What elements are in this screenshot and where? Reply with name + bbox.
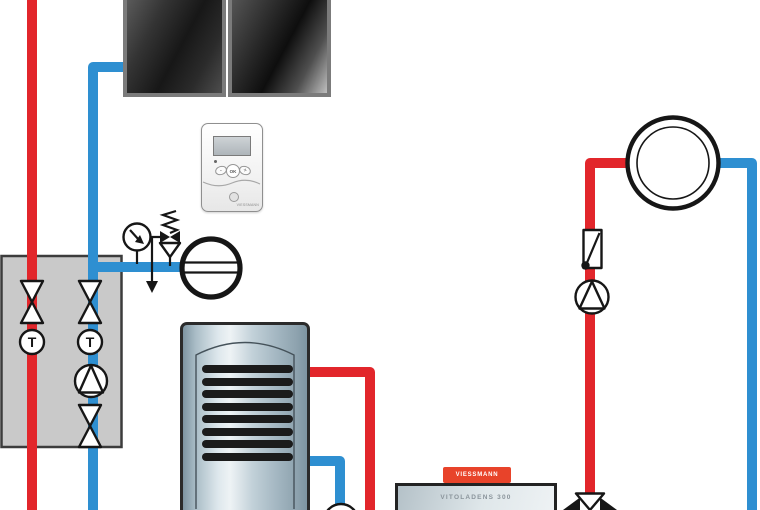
- thermometer-icon: T: [18, 328, 46, 356]
- viessmann-badge: VIESSMANN: [443, 467, 511, 483]
- controller-display: [213, 136, 251, 156]
- shutoff-valve-icon: [77, 279, 103, 325]
- status-led-icon: [214, 160, 217, 163]
- three-way-valve-icon: [563, 492, 617, 510]
- storage-tank: [180, 322, 310, 510]
- casing-wave-line: [202, 179, 261, 187]
- tank-fin: [202, 427, 293, 436]
- round-button[interactable]: [229, 192, 239, 202]
- shutoff-valve-icon: [77, 403, 103, 449]
- discharge-arrow-icon: [146, 281, 158, 293]
- tank-fin: [202, 377, 293, 386]
- pipe-tank-flow: [303, 367, 375, 510]
- boiler-model-label: VITOLADENS 300: [440, 494, 512, 501]
- heating-pump-icon: [574, 279, 610, 315]
- solar-pump-icon: [73, 363, 109, 399]
- pipe-tank-return: [303, 456, 345, 506]
- tank-fin: [202, 365, 293, 373]
- oil-condensing-boiler: VITOLADENS 300: [395, 483, 557, 510]
- pipe-heating-flow: [585, 158, 634, 495]
- pipe-heating-return: [712, 158, 757, 510]
- expansion-vessel-icon: [179, 236, 243, 300]
- solar-collector: [123, 0, 331, 97]
- collector-panel: [228, 0, 331, 97]
- plus-button[interactable]: +: [237, 164, 253, 177]
- pressure-gauge-icon: [122, 222, 152, 264]
- shutoff-valve-icon: [19, 279, 45, 325]
- tank-fin: [202, 415, 293, 423]
- heating-circuit-icon: [625, 115, 721, 211]
- controller-brand-logo: VIESSMANN: [236, 203, 259, 207]
- tank-pump-icon: [326, 502, 356, 510]
- solar-pump-station: [0, 254, 123, 449]
- tank-inner-seam: [195, 341, 295, 509]
- tank-fin: [202, 440, 293, 448]
- pipe-solar-return: [88, 62, 130, 510]
- ok-button[interactable]: OK: [226, 164, 240, 178]
- tank-fin: [202, 402, 293, 411]
- solar-controller: - OK + VIESSMANN: [201, 123, 263, 212]
- tank-fin: [202, 390, 293, 398]
- safety-valve-icon: [146, 209, 182, 293]
- check-valve-icon: [581, 228, 603, 270]
- thermometer-label: T: [86, 334, 95, 350]
- thermometer-icon: T: [76, 328, 104, 356]
- thermometer-label: T: [28, 334, 37, 350]
- collector-panel: [123, 0, 226, 97]
- tank-fin: [202, 452, 293, 461]
